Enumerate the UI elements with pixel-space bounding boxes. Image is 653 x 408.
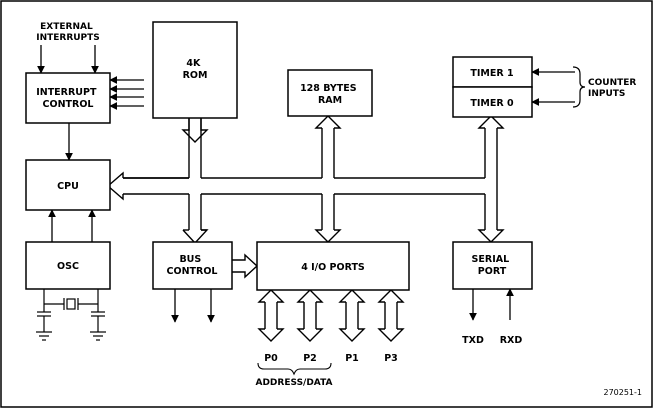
rxd-label: RXD [500,335,523,346]
external-interrupts-label: EXTERNAL INTERRUPTS [36,22,100,43]
port-label-p1: P1 [345,353,359,364]
counter-inputs-label: COUNTER INPUTS [588,78,639,99]
ram-block [287,69,373,117]
port-arrow-p2 [296,289,324,342]
port-arrow-p0 [257,289,285,342]
osc-block [25,241,111,290]
port-label-p3: P3 [384,353,398,364]
serial-port-block [452,241,533,290]
timer0-block [452,86,533,118]
rom-block [152,21,238,119]
bus-control-label: BUS CONTROL [167,254,218,277]
port-label-p0: P0 [264,353,278,364]
internal-bus [106,115,505,342]
rom-label: 4K ROM [183,58,208,81]
port-label-p2: P2 [303,353,317,364]
bus-control-block [152,241,233,290]
address-data-label: ADDRESS/DATA [256,378,333,388]
timer1-block [452,56,533,88]
io-ports-label: 4 I/O PORTS [301,262,365,273]
timer0-label: TIMER 0 [470,98,514,109]
port-arrow-p3 [377,289,405,342]
cpu-block [25,159,111,211]
txd-label: TXD [462,335,484,346]
crystal-circuit [36,289,106,341]
serial-port-label: SERIAL PORT [472,254,513,277]
cpu-label: CPU [57,181,79,192]
interrupt-control-label: INTERRUPT CONTROL [36,87,100,110]
interrupt-control-block [25,72,111,124]
address-data-brace [257,362,332,376]
timer1-label: TIMER 1 [470,68,513,79]
figure-id: 270251-1 [603,388,642,397]
port-arrow-p1 [338,289,366,342]
io-ports-block [256,241,410,291]
counter-brace [572,66,586,108]
osc-label: OSC [57,261,79,272]
ram-label: 128 BYTES RAM [300,83,360,106]
